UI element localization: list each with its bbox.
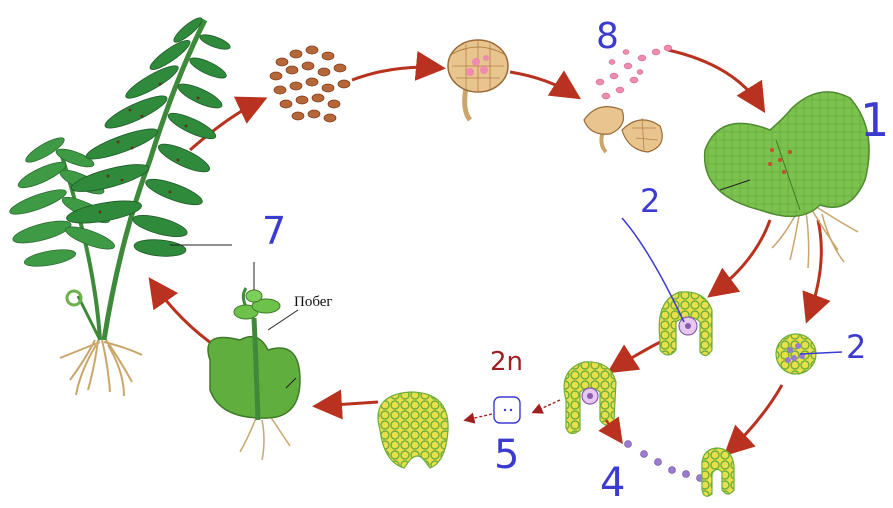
arrow-prothallus-to-antheridium bbox=[808, 220, 821, 318]
arrow-young-plant-to-fern bbox=[152, 282, 218, 348]
spore-cluster-icon bbox=[270, 46, 350, 122]
label-5: 5 bbox=[494, 432, 519, 478]
label-7: 7 bbox=[262, 209, 286, 253]
arrow-sporangium-to-release bbox=[510, 72, 576, 96]
label-2n: 2n bbox=[490, 347, 523, 377]
label-2-top: 2 bbox=[640, 182, 660, 220]
arrow-embryo-to-young-plant bbox=[318, 402, 378, 406]
fern-sporophyte-icon bbox=[7, 15, 232, 396]
label-8: 8 bbox=[596, 16, 619, 57]
archegonium-icon bbox=[659, 292, 712, 356]
embryo-icon bbox=[378, 392, 448, 468]
young-sporophyte-icon bbox=[208, 262, 300, 460]
arrow-antheridium-to-sperm bbox=[728, 385, 782, 452]
sporangium-icon bbox=[448, 40, 508, 120]
prothallus-gametophyte-icon bbox=[705, 92, 870, 268]
label-2-right: 2 bbox=[846, 328, 866, 366]
label-4: 4 bbox=[600, 460, 625, 506]
arrow-prothallus-to-archegonium bbox=[712, 220, 770, 294]
label-shoot: Побег bbox=[294, 294, 333, 310]
label-1: 1 bbox=[860, 93, 889, 147]
sporangium-release-icon bbox=[584, 45, 672, 152]
zygote-icon bbox=[466, 397, 560, 423]
arrow-spores-to-sporangium bbox=[352, 67, 440, 80]
arrow-release-to-prothallus bbox=[668, 50, 762, 108]
